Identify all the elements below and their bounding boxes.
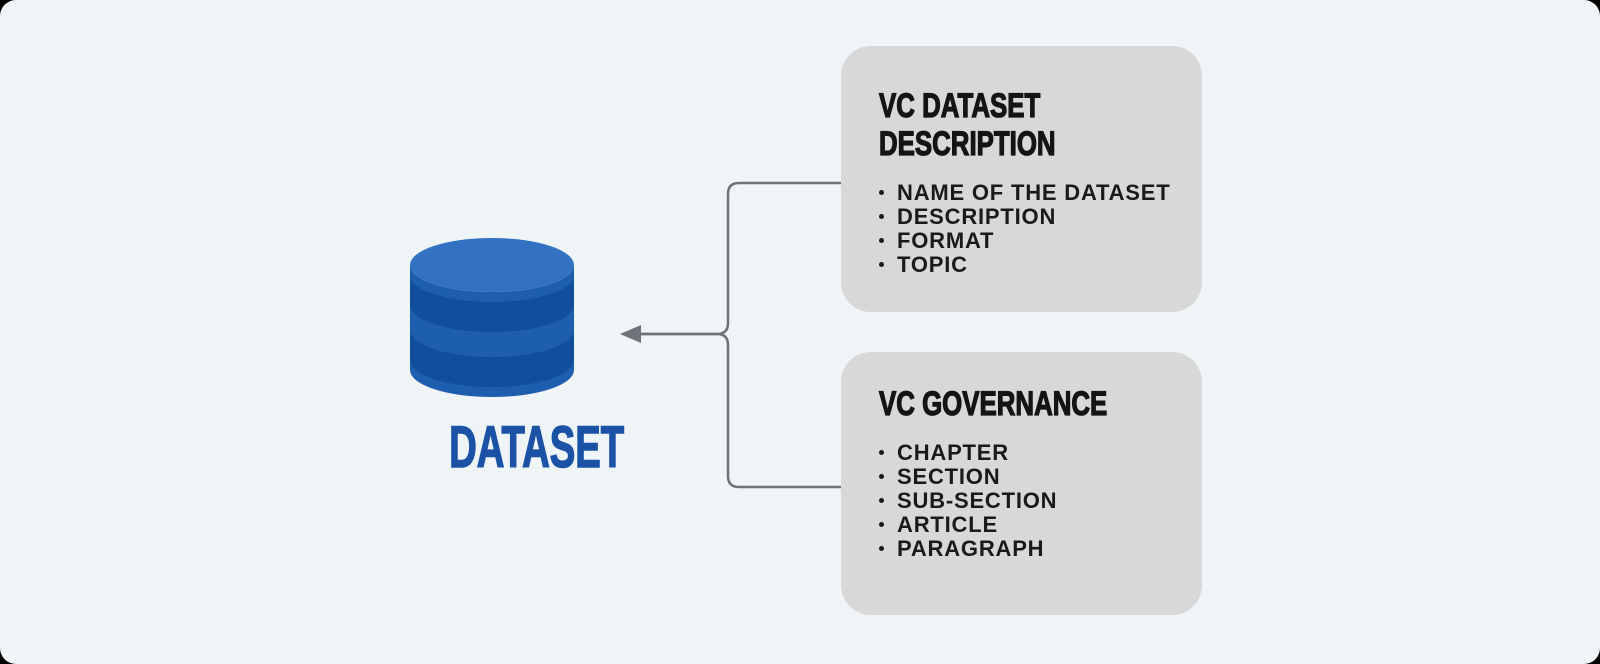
list-item: TOPIC [879,253,1178,277]
bullet-dot-icon [879,450,884,455]
bullet-dot-icon [879,522,884,527]
bullet-label: SUB-SECTION [897,488,1058,513]
bullet-list: NAME OF THE DATASET DESCRIPTION FORMAT T… [879,181,1178,277]
dataset-label: DATASET [449,415,625,480]
dataset-node: DATASET [404,237,625,477]
bullet-dot-icon [879,498,884,503]
bullet-dot-icon [879,546,884,551]
bullet-list: CHAPTER SECTION SUB-SECTION ARTICLE PARA… [879,441,1178,561]
bullet-dot-icon [879,190,884,195]
bullet-dot-icon [879,238,884,243]
list-item: CHAPTER [879,441,1178,465]
vc-governance-card: VC GOVERNANCE CHAPTER SECTION SUB-SECTIO… [841,352,1202,615]
database-cylinder-icon [409,238,574,397]
vc-dataset-description-card: VC DATASET DESCRIPTION NAME OF THE DATAS… [841,46,1202,312]
list-item: DESCRIPTION [879,205,1178,229]
card-title: VC DATASET DESCRIPTION [879,86,1057,163]
card-title: VC GOVERNANCE [879,384,1108,423]
connector-bottom-branch [640,332,841,489]
bullet-label: NAME OF THE DATASET [897,180,1171,205]
bullet-label: ARTICLE [897,512,998,537]
list-item: NAME OF THE DATASET [879,181,1178,205]
bullet-dot-icon [879,214,884,219]
bullet-label: SECTION [897,464,1001,489]
bullet-dot-icon [879,262,884,267]
bullet-label: FORMAT [897,228,995,253]
bullet-label: PARAGRAPH [897,536,1045,561]
bullet-label: TOPIC [897,252,968,277]
list-item: FORMAT [879,229,1178,253]
list-item: PARAGRAPH [879,537,1178,561]
bullet-label: CHAPTER [897,440,1009,465]
list-item: ARTICLE [879,513,1178,537]
bullet-label: DESCRIPTION [897,204,1057,229]
connector-top-branch [640,181,841,336]
list-item: SUB-SECTION [879,489,1178,513]
arrow-left-icon [620,325,641,343]
list-item: SECTION [879,465,1178,489]
bullet-dot-icon [879,474,884,479]
